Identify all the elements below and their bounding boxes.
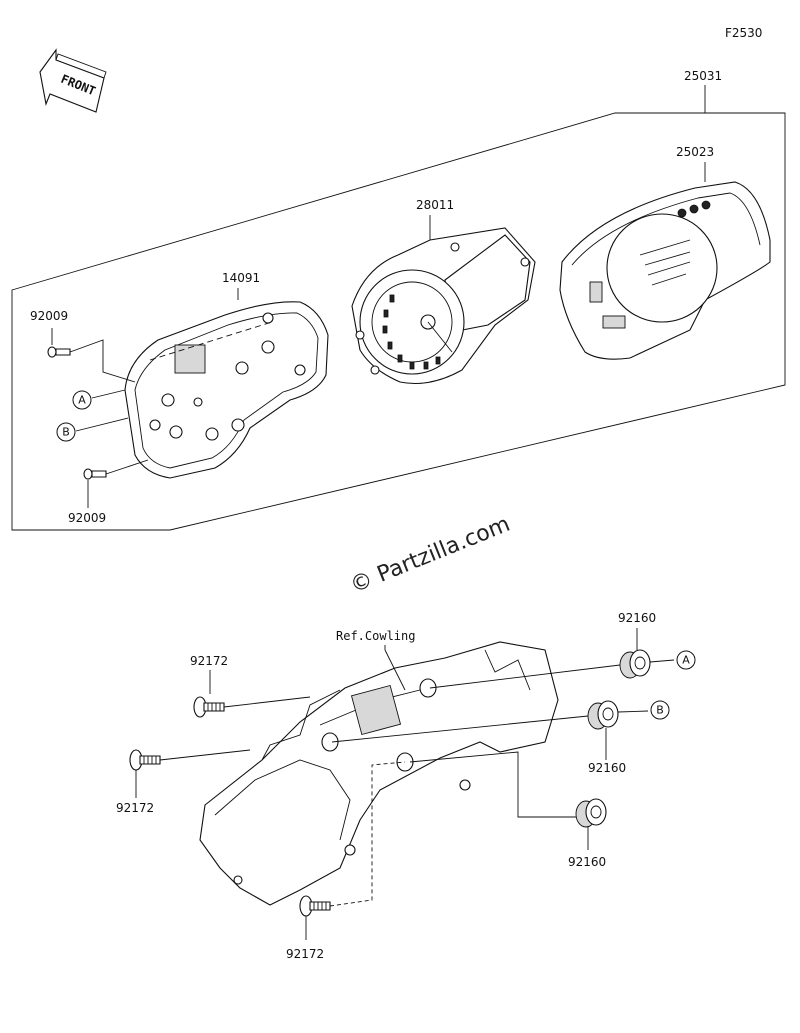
label-92172-bottom: 92172 <box>286 947 324 961</box>
bolt-top <box>193 670 311 718</box>
callout-a-right: A <box>676 650 696 670</box>
callout-a-left: A <box>72 389 126 410</box>
label-25031: 25031 <box>684 69 722 83</box>
meter-cover <box>559 162 771 360</box>
callout-b-left: B <box>56 417 129 442</box>
meter-case <box>124 288 329 479</box>
label-92009-top: 92009 <box>30 309 68 323</box>
label-14091: 14091 <box>222 271 260 285</box>
label-92172-mid: 92172 <box>116 801 154 815</box>
label-92009-bottom: 92009 <box>68 511 106 525</box>
label-92160-b: 92160 <box>588 761 626 775</box>
label-92172-top: 92172 <box>190 654 228 668</box>
assembly-outline <box>11 112 786 531</box>
label-25023: 25023 <box>676 145 714 159</box>
bolt-mid <box>129 749 251 798</box>
svg-text:B: B <box>62 426 70 439</box>
watermark: © Partzilla.com <box>347 512 514 599</box>
label-92160-c: 92160 <box>568 855 606 869</box>
svg-text:A: A <box>682 654 690 667</box>
callout-b-right: B <box>650 700 670 720</box>
screw-bottom <box>83 459 149 508</box>
front-arrow-icon: FRONT <box>39 48 107 113</box>
figure-code: F2530 <box>725 26 762 40</box>
label-92160-a: 92160 <box>618 611 656 625</box>
label-28011: 28011 <box>416 198 454 212</box>
svg-text:B: B <box>656 704 664 717</box>
bolt-bottom <box>299 761 406 940</box>
screw-top <box>47 328 136 383</box>
meter-bracket <box>199 641 559 906</box>
meter-unit <box>351 215 536 385</box>
grommet-c <box>409 751 607 850</box>
grommet-a <box>429 628 675 689</box>
svg-text:A: A <box>78 394 86 407</box>
grommet-b <box>331 700 649 760</box>
ref-cowling-label: Ref.Cowling <box>336 629 415 643</box>
